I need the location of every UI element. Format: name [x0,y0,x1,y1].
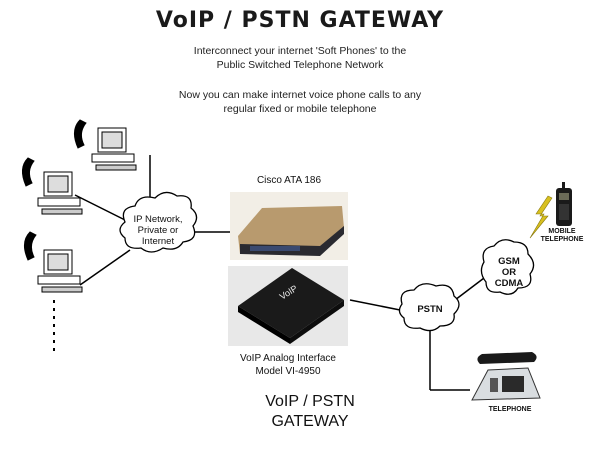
ip-network-line-1: IP Network, [133,214,183,225]
footer-line-1: VoIP / PSTN [265,393,355,410]
desktop-case-icon [91,153,135,163]
interface-label-line-2: Model VI-4950 [255,366,321,377]
wireless-signal-icon [529,195,553,239]
ip-network-label: IP Network, Private or Internet [126,214,190,247]
mobile-label-line-1: MOBILE [548,228,576,235]
voip-interface-device: VoIP [228,266,348,346]
phone-handset-icon [24,231,37,261]
ata-label: Cisco ATA 186 [256,175,322,186]
desk-telephone-icon [471,352,541,401]
subtitle-line-1: Interconnect your internet 'Soft Phones'… [193,45,407,57]
link-pstn-gsm [454,274,489,301]
mobile-label: MOBILE TELEPHONE [532,228,592,244]
ip-network-line-2: Private or [137,225,179,236]
gsm-label-line-2: OR [501,267,517,278]
ip-network-cloud [119,191,198,253]
footer-line-2: GATEWAY [271,413,349,430]
diagram-title: VoIP / PSTN GATEWAY [155,8,445,33]
subtitle-line-4: regular fixed or mobile telephone [223,103,377,115]
more-pcs-dots [53,300,55,351]
phone-handset-icon [22,157,35,187]
interface-label: VoIP Analog Interface Model VI-4950 [218,352,358,378]
interface-label-line-1: VoIP Analog Interface [239,353,336,364]
ip-network-line-3: Internet [141,236,175,247]
telephone-label: TELEPHONE [488,406,532,413]
subtitle-block-2: Now you can make internet voice phone ca… [0,88,600,116]
link-interface-pstn [349,299,401,311]
gsm-label: GSM OR CDMA [486,256,532,289]
footer-caption: VoIP / PSTN GATEWAY [190,392,430,432]
link-pc2-cloud [74,194,126,221]
link-pc3-cloud [79,249,131,286]
subtitle-line-3: Now you can make internet voice phone ca… [178,89,422,101]
gsm-label-line-1: GSM [498,256,520,267]
keyboard-icon [41,208,83,215]
pstn-cloud [398,283,460,332]
keyboard-icon [41,286,83,293]
subtitle-line-2: Public Switched Telephone Network [216,59,384,71]
keyboard-icon [95,164,137,171]
subtitle-block-1: Interconnect your internet 'Soft Phones'… [0,44,600,72]
pc-workstation-3 [24,231,83,293]
desktop-case-icon [37,197,81,207]
gsm-label-line-3: CDMA [494,278,524,289]
mobile-label-line-2: TELEPHONE [540,236,584,243]
desktop-case-icon [37,275,81,285]
pc-workstation-2 [22,157,83,215]
mobile-phone-icon [556,182,572,226]
cisco-ata-device [230,192,348,260]
pc-workstation-1 [74,119,137,171]
phone-handset-icon [74,119,87,149]
pstn-label: PSTN [417,304,443,315]
gsm-cloud [480,239,535,295]
